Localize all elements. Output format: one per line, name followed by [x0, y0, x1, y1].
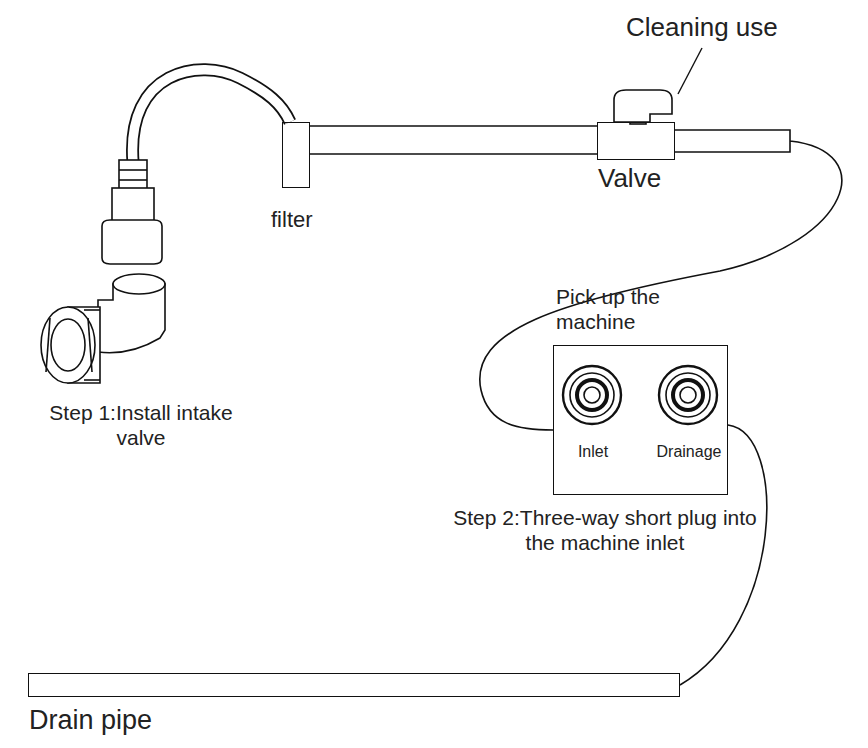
valve-tee: Valve — [597, 122, 675, 160]
step-note: Step 1:Install intake valve — [22, 400, 260, 450]
port-name: Inlet — [578, 442, 608, 461]
filter-body: filter — [282, 122, 310, 188]
pipe-connector — [680, 425, 767, 685]
intake-valve — [41, 70, 290, 383]
part-name: filter — [271, 207, 361, 233]
part-name: Drain pipe — [29, 704, 329, 736]
part-name: Valve — [598, 163, 718, 194]
leader-line — [678, 48, 702, 94]
pipe-connector — [310, 126, 597, 154]
drain-pipe: Drain pipe — [28, 673, 680, 697]
callout-label: Cleaning use — [626, 12, 846, 43]
machine-panel: Pick up the machineInletDrainage — [553, 345, 728, 495]
port-name: Drainage — [657, 442, 722, 461]
panel-heading: Pick up the machine — [556, 284, 716, 334]
machine-fittings — [563, 366, 717, 424]
valve-handle — [614, 90, 672, 124]
step-note: Step 2:Three-way short plug into the mac… — [440, 505, 770, 555]
pipe-connector — [480, 130, 842, 430]
